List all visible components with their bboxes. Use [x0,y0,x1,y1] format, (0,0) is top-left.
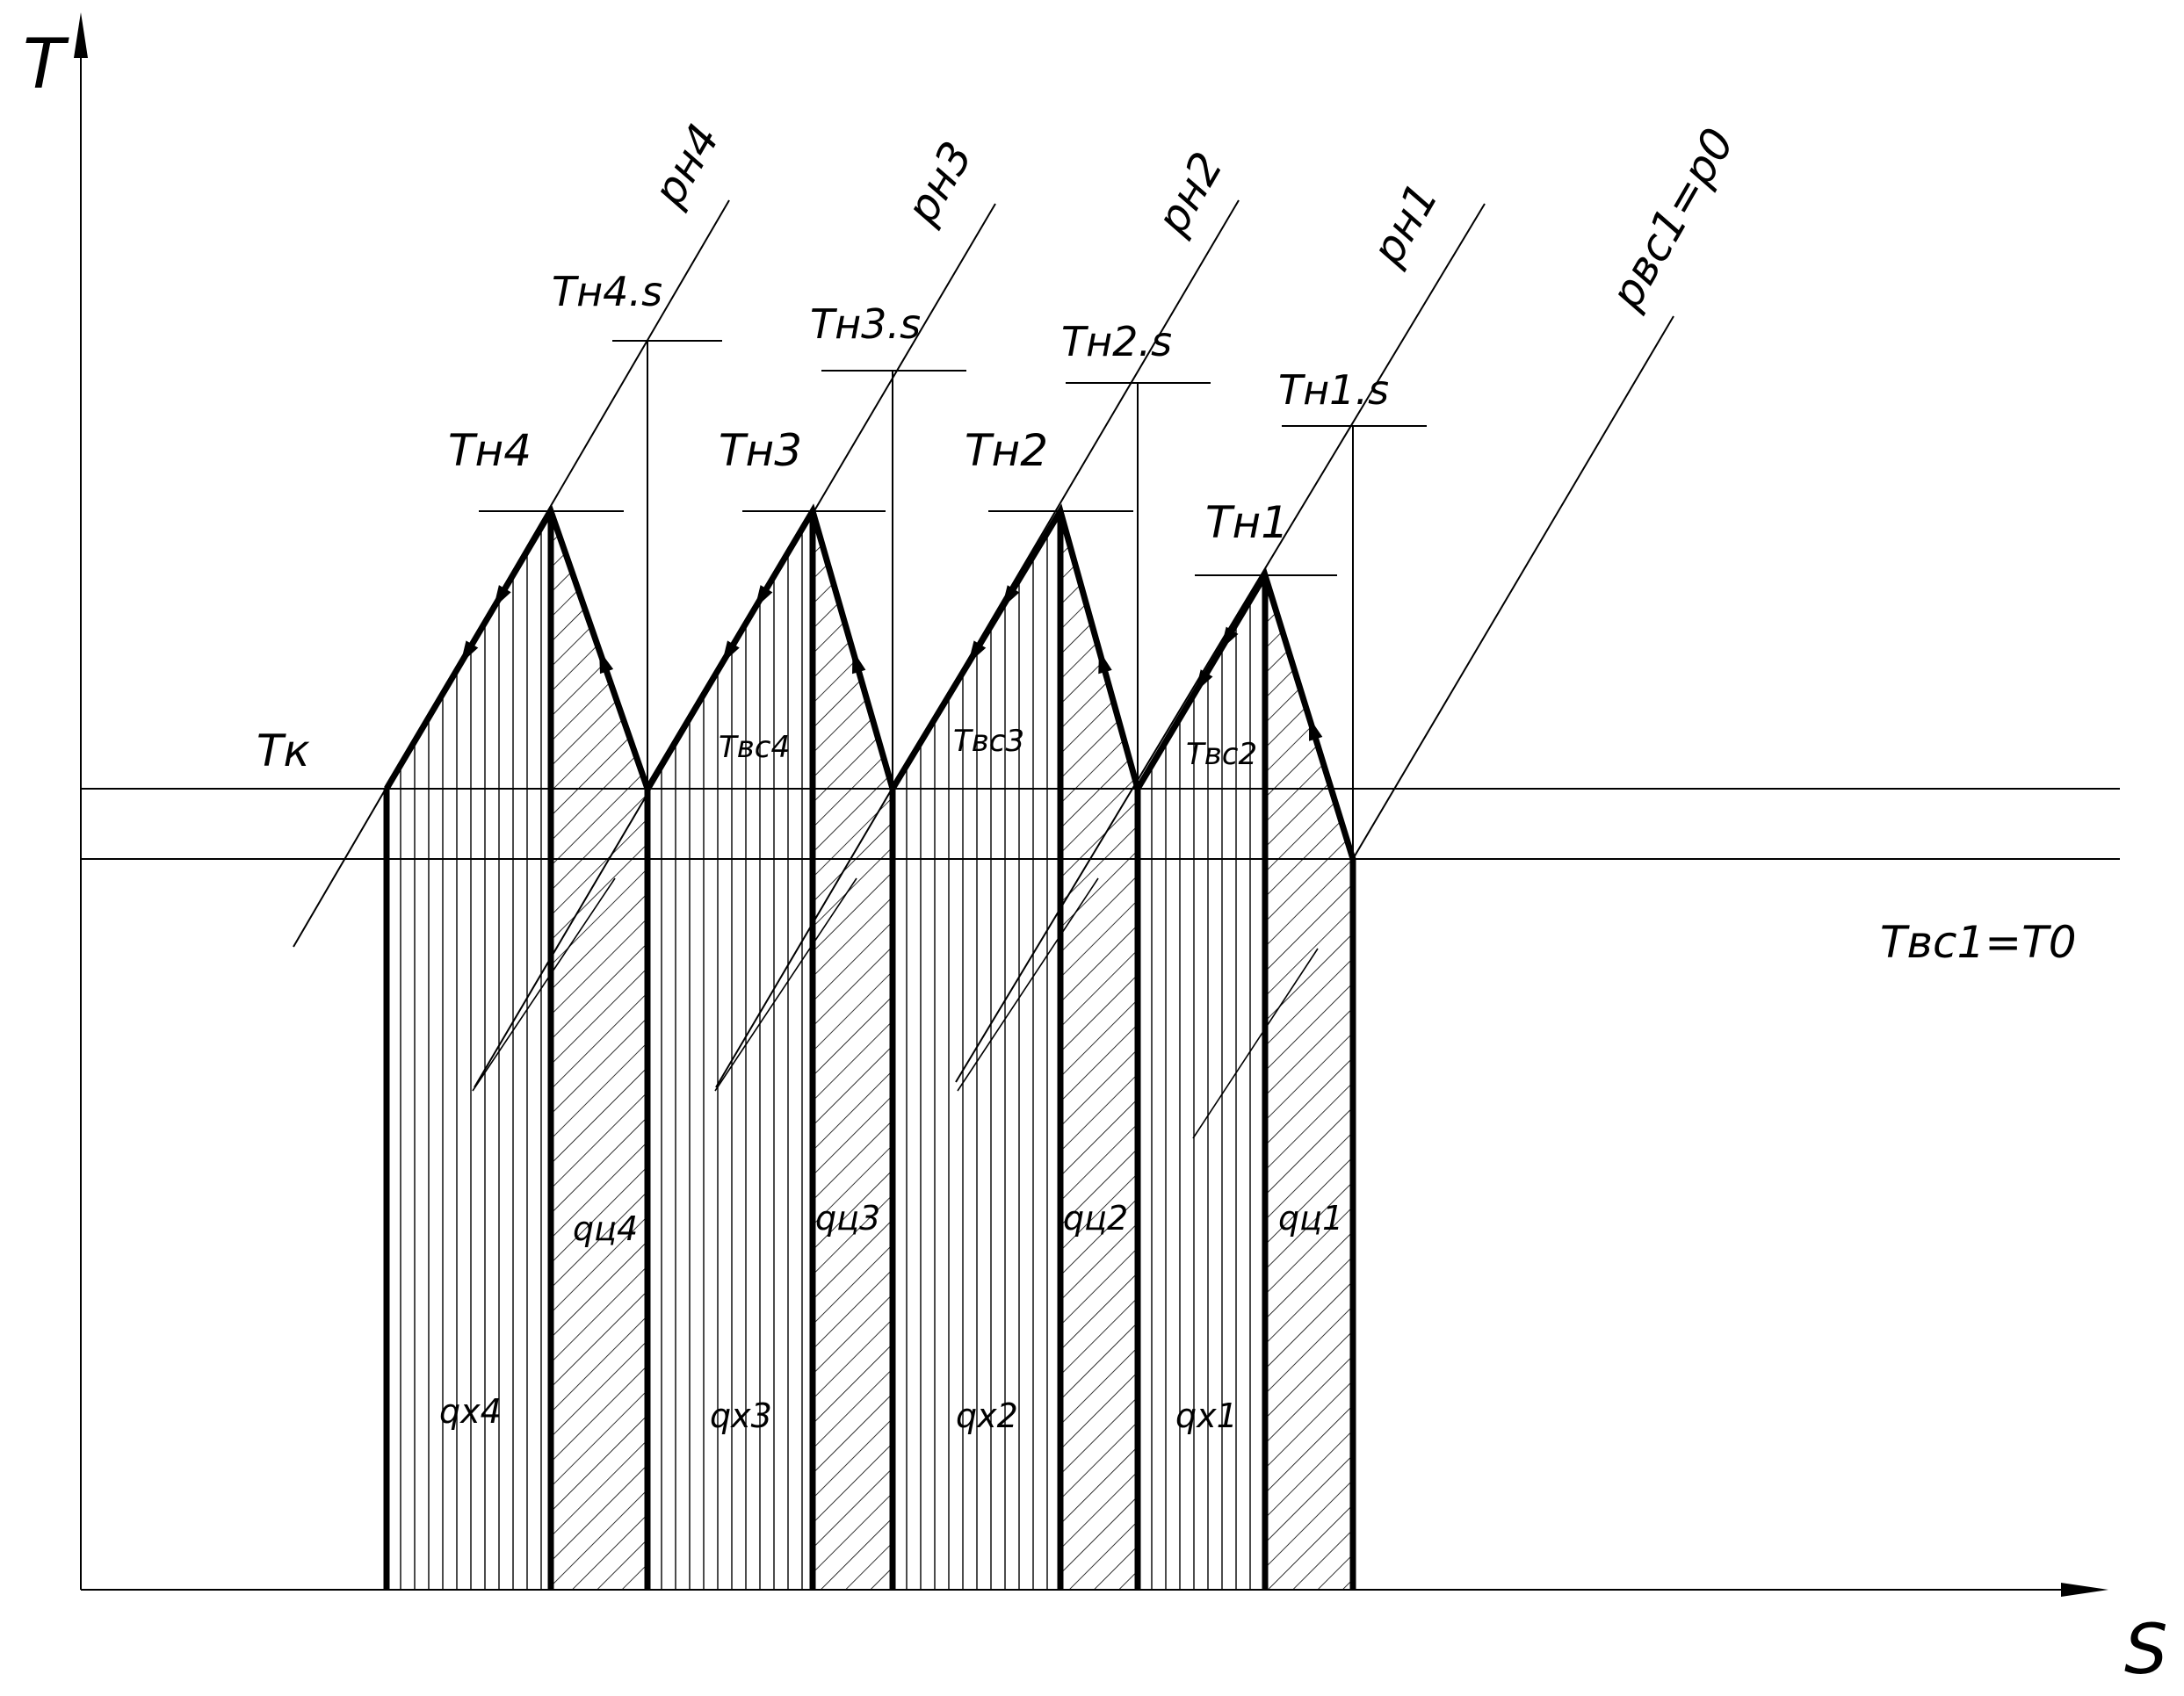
direction-arrow-icon [852,650,866,675]
qc4-area [550,510,648,1591]
tbc3-label: Tвс3 [953,724,1024,759]
s-axis-label: S [2124,1611,2168,1690]
qx3-label: qх3 [710,1396,772,1435]
qx4-label: qх4 [439,1392,502,1431]
direction-arrow-icon [460,640,479,664]
tbc1-t0-label: Tвс1=T0 [1880,917,2077,968]
t-axis-arrow-icon [74,12,88,58]
direction-arrow-icon [493,585,511,609]
qc1-leader [1192,948,1319,1139]
pn2-label: pн2 [1146,144,1233,243]
tk-label: Tк [257,725,310,776]
qx2-label: qх2 [956,1396,1018,1435]
direction-arrow-icon [1098,650,1112,675]
tn3-label: Tн3 [719,425,802,476]
tn4-label: Tн4 [448,425,532,476]
direction-arrow-icon [1220,626,1239,651]
tbc4-label: Tвс4 [719,730,790,765]
direction-arrow-icon [599,650,614,675]
tn1-label: Tн1 [1205,497,1289,548]
qc-areas [550,510,1354,1591]
direction-arrow-icon [967,640,987,664]
tn4s-label: Tн4.s [552,268,662,315]
tn2s-label: Tн2.s [1061,318,1172,365]
level-lines [479,340,1427,859]
direction-arrow-icon [755,585,773,609]
qc4-leader [472,877,616,1092]
direction-arrow-icon [1309,717,1323,741]
tbc2-label: Tвс2 [1186,737,1257,772]
direction-arrows [460,585,1323,741]
s-axis-arrow-icon [2061,1583,2108,1597]
qc1-label: qц1 [1278,1199,1343,1238]
pn4-label: pн4 [643,116,730,215]
qc4-label: qц4 [573,1209,638,1248]
p0-isobar [1352,315,1674,860]
direction-arrow-icon [1195,669,1213,693]
pbc1-p0-label: pвс1=p0 [1601,119,1745,318]
tn3s-label: Tн3.s [810,300,921,348]
tn2-label: Tн2 [965,425,1048,476]
qx1-label: qх1 [1175,1396,1238,1435]
qc3-label: qц3 [815,1199,880,1238]
direction-arrow-icon [721,640,740,664]
pn3-label: pн3 [896,134,983,233]
qc3-leader [714,877,857,1092]
pn1-label: pн1 [1362,175,1449,274]
qx-areas [400,527,1251,1590]
qc2-leader [957,877,1099,1092]
t-axis-label: T [23,25,69,105]
pn1-isobar [955,203,1486,1083]
tn1s-label: Tн1.s [1278,366,1389,414]
qc2-label: qц2 [1063,1199,1128,1238]
direction-arrow-icon [1002,585,1020,609]
cycle-outline [383,503,1356,1590]
leader-lines [472,877,1319,1139]
